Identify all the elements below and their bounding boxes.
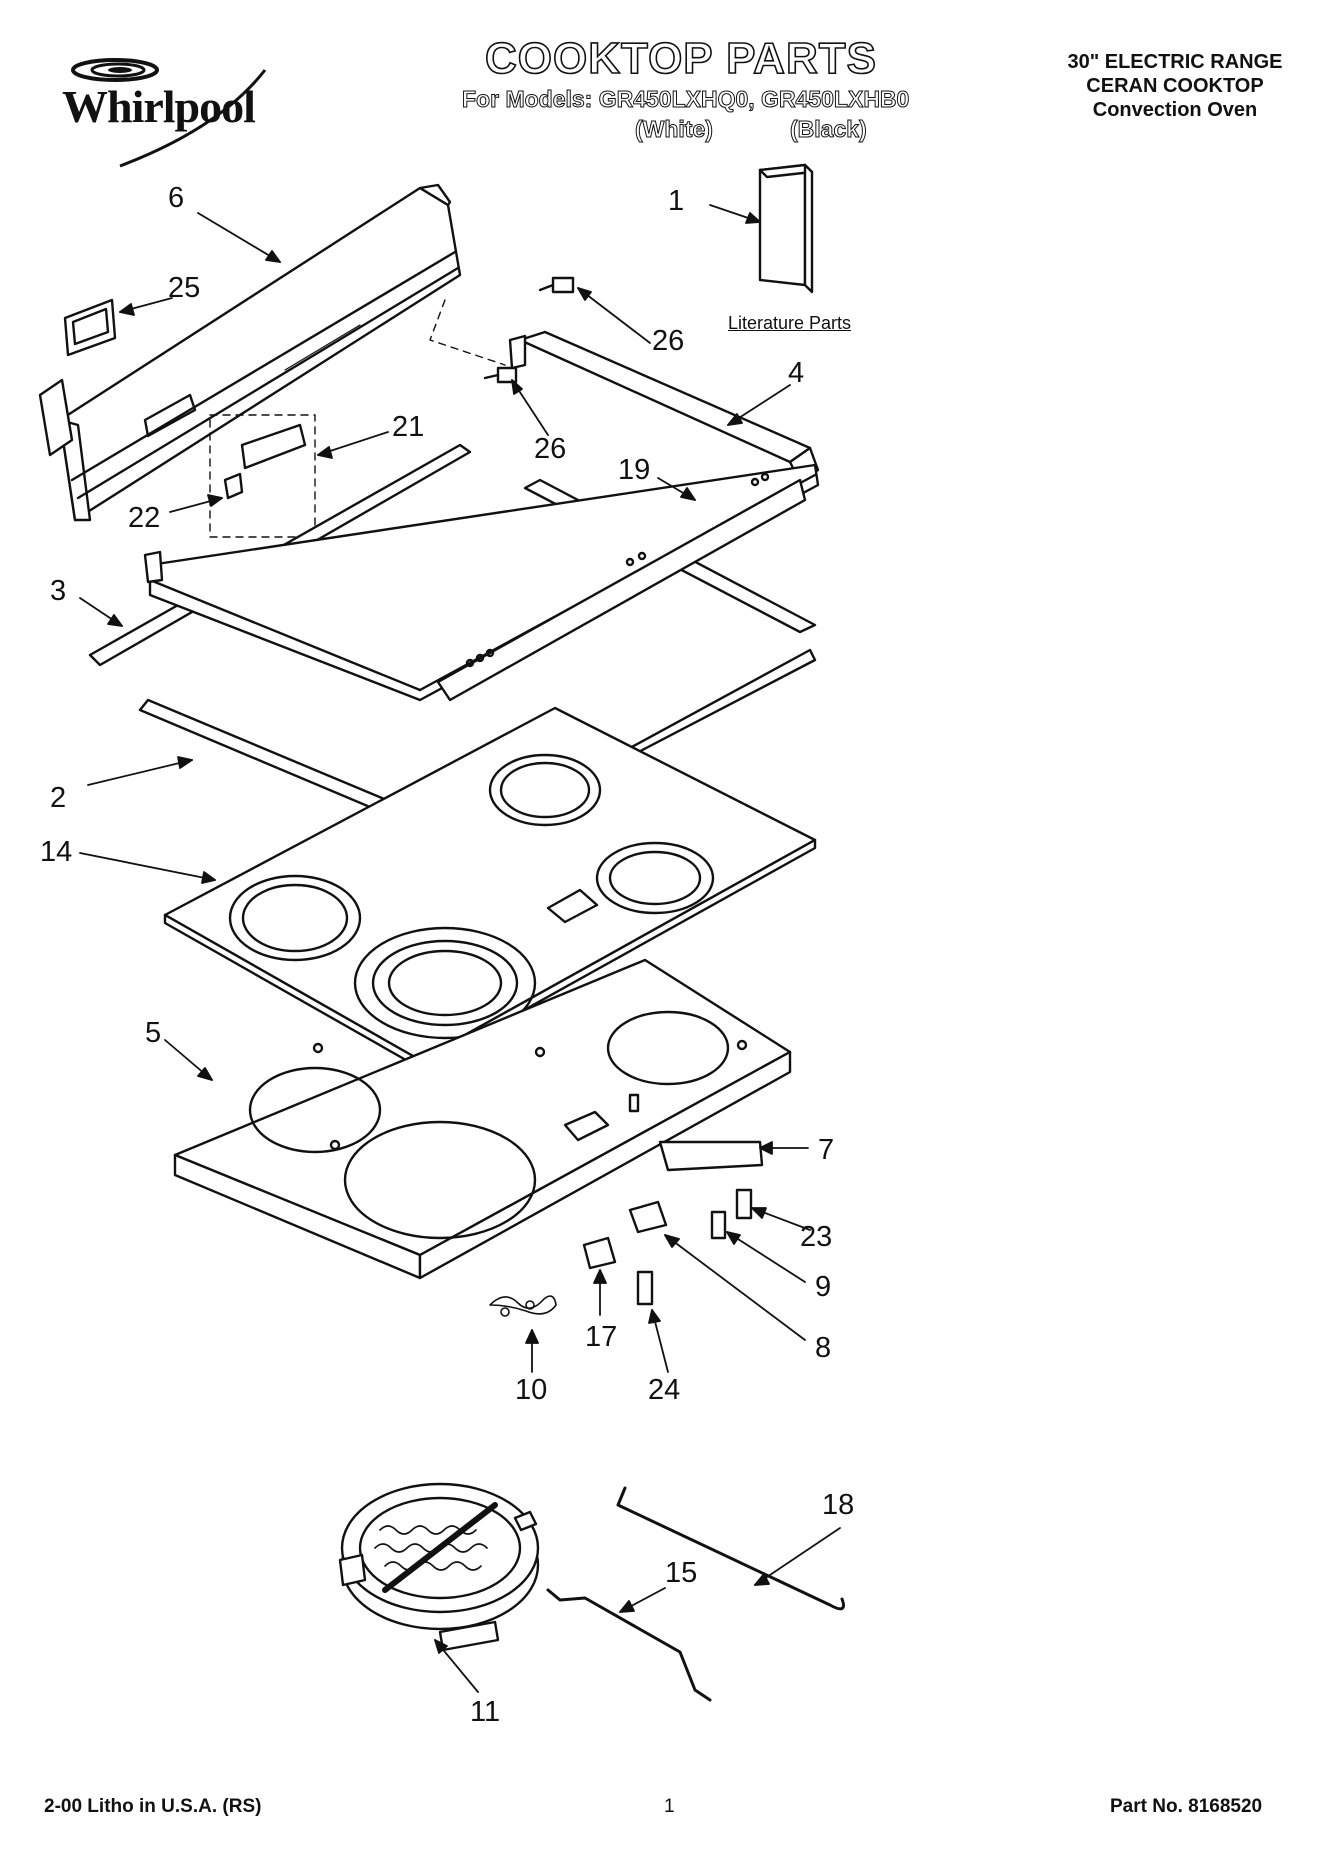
literature-parts-label: Literature Parts	[728, 313, 852, 333]
callout-9: 9	[815, 1271, 832, 1303]
callout-10: 10	[515, 1374, 548, 1406]
front-bracket	[658, 1140, 764, 1172]
callout-24: 24	[648, 1374, 681, 1406]
hidden-leader-lines	[209, 299, 506, 538]
callout-21: 21	[392, 411, 425, 443]
callout-2: 2	[50, 782, 67, 814]
literature-booklet	[758, 163, 814, 294]
litho-note: 2-00 Litho in U.S.A. (RS)	[44, 1796, 262, 1817]
brand-logo: Whirlpool	[40, 48, 280, 168]
callout-22: 22	[128, 502, 161, 534]
range-line-2: CERAN COOKTOP	[1086, 75, 1264, 97]
color-white-label: (White)	[635, 116, 714, 143]
callout-17: 17	[585, 1321, 618, 1353]
cooktop-main-top	[173, 958, 792, 1280]
callout-23: 23	[800, 1221, 833, 1253]
part-number: Part No. 8168520	[1110, 1796, 1263, 1817]
callout-19: 19	[618, 454, 651, 486]
badge-nameplate	[63, 298, 117, 357]
callout-4: 4	[788, 357, 805, 389]
wire-15	[546, 1588, 712, 1702]
cooktop-trim-frame	[143, 463, 820, 702]
color-black-label: (Black)	[790, 116, 868, 143]
page-number: 1	[664, 1796, 675, 1817]
callout-8: 8	[815, 1332, 832, 1364]
callout-25: 25	[168, 272, 201, 304]
side-trim-right	[508, 330, 820, 484]
callout-3: 3	[50, 575, 67, 607]
speed-nut-17	[582, 1236, 617, 1270]
wire-18	[616, 1486, 845, 1611]
callout-18: 18	[822, 1489, 855, 1521]
callout-14: 14	[40, 836, 73, 868]
switch-bezel	[240, 423, 307, 470]
callout-26-lower: 26	[534, 433, 567, 465]
glass-cooktop	[163, 706, 817, 1070]
callout-26-upper: 26	[652, 325, 685, 357]
clip-8	[628, 1200, 668, 1234]
callout-7: 7	[818, 1134, 835, 1166]
callout-1: 1	[668, 185, 685, 217]
range-description: 30" ELECTRIC RANGE CERAN COOKTOP Convect…	[1050, 50, 1300, 122]
screw-upper	[538, 276, 575, 294]
range-line-3: Convection Oven	[1092, 99, 1258, 121]
range-line-1: 30" ELECTRIC RANGE	[1067, 51, 1283, 73]
models-line: For Models: GR450LXHQ0, GR450LXHB0	[461, 86, 910, 113]
callout-15: 15	[665, 1557, 698, 1589]
switch-clip	[223, 472, 244, 500]
screw-lower	[483, 366, 518, 384]
wire-harness-10	[489, 1295, 557, 1317]
screw-23	[735, 1188, 753, 1220]
whirlpool-swirl-icon	[71, 58, 267, 168]
leader-arrows	[79, 204, 841, 1693]
callout-6: 6	[168, 182, 185, 214]
callout-5: 5	[145, 1017, 162, 1049]
radiant-surface-element	[338, 1482, 540, 1652]
backguard-panel	[38, 183, 462, 522]
screw-9	[710, 1210, 727, 1240]
brand-name: Whirlpool	[62, 81, 256, 132]
screw-24	[636, 1270, 654, 1306]
page-title: COOKTOP PARTS	[484, 33, 877, 84]
callout-11: 11	[470, 1696, 501, 1728]
